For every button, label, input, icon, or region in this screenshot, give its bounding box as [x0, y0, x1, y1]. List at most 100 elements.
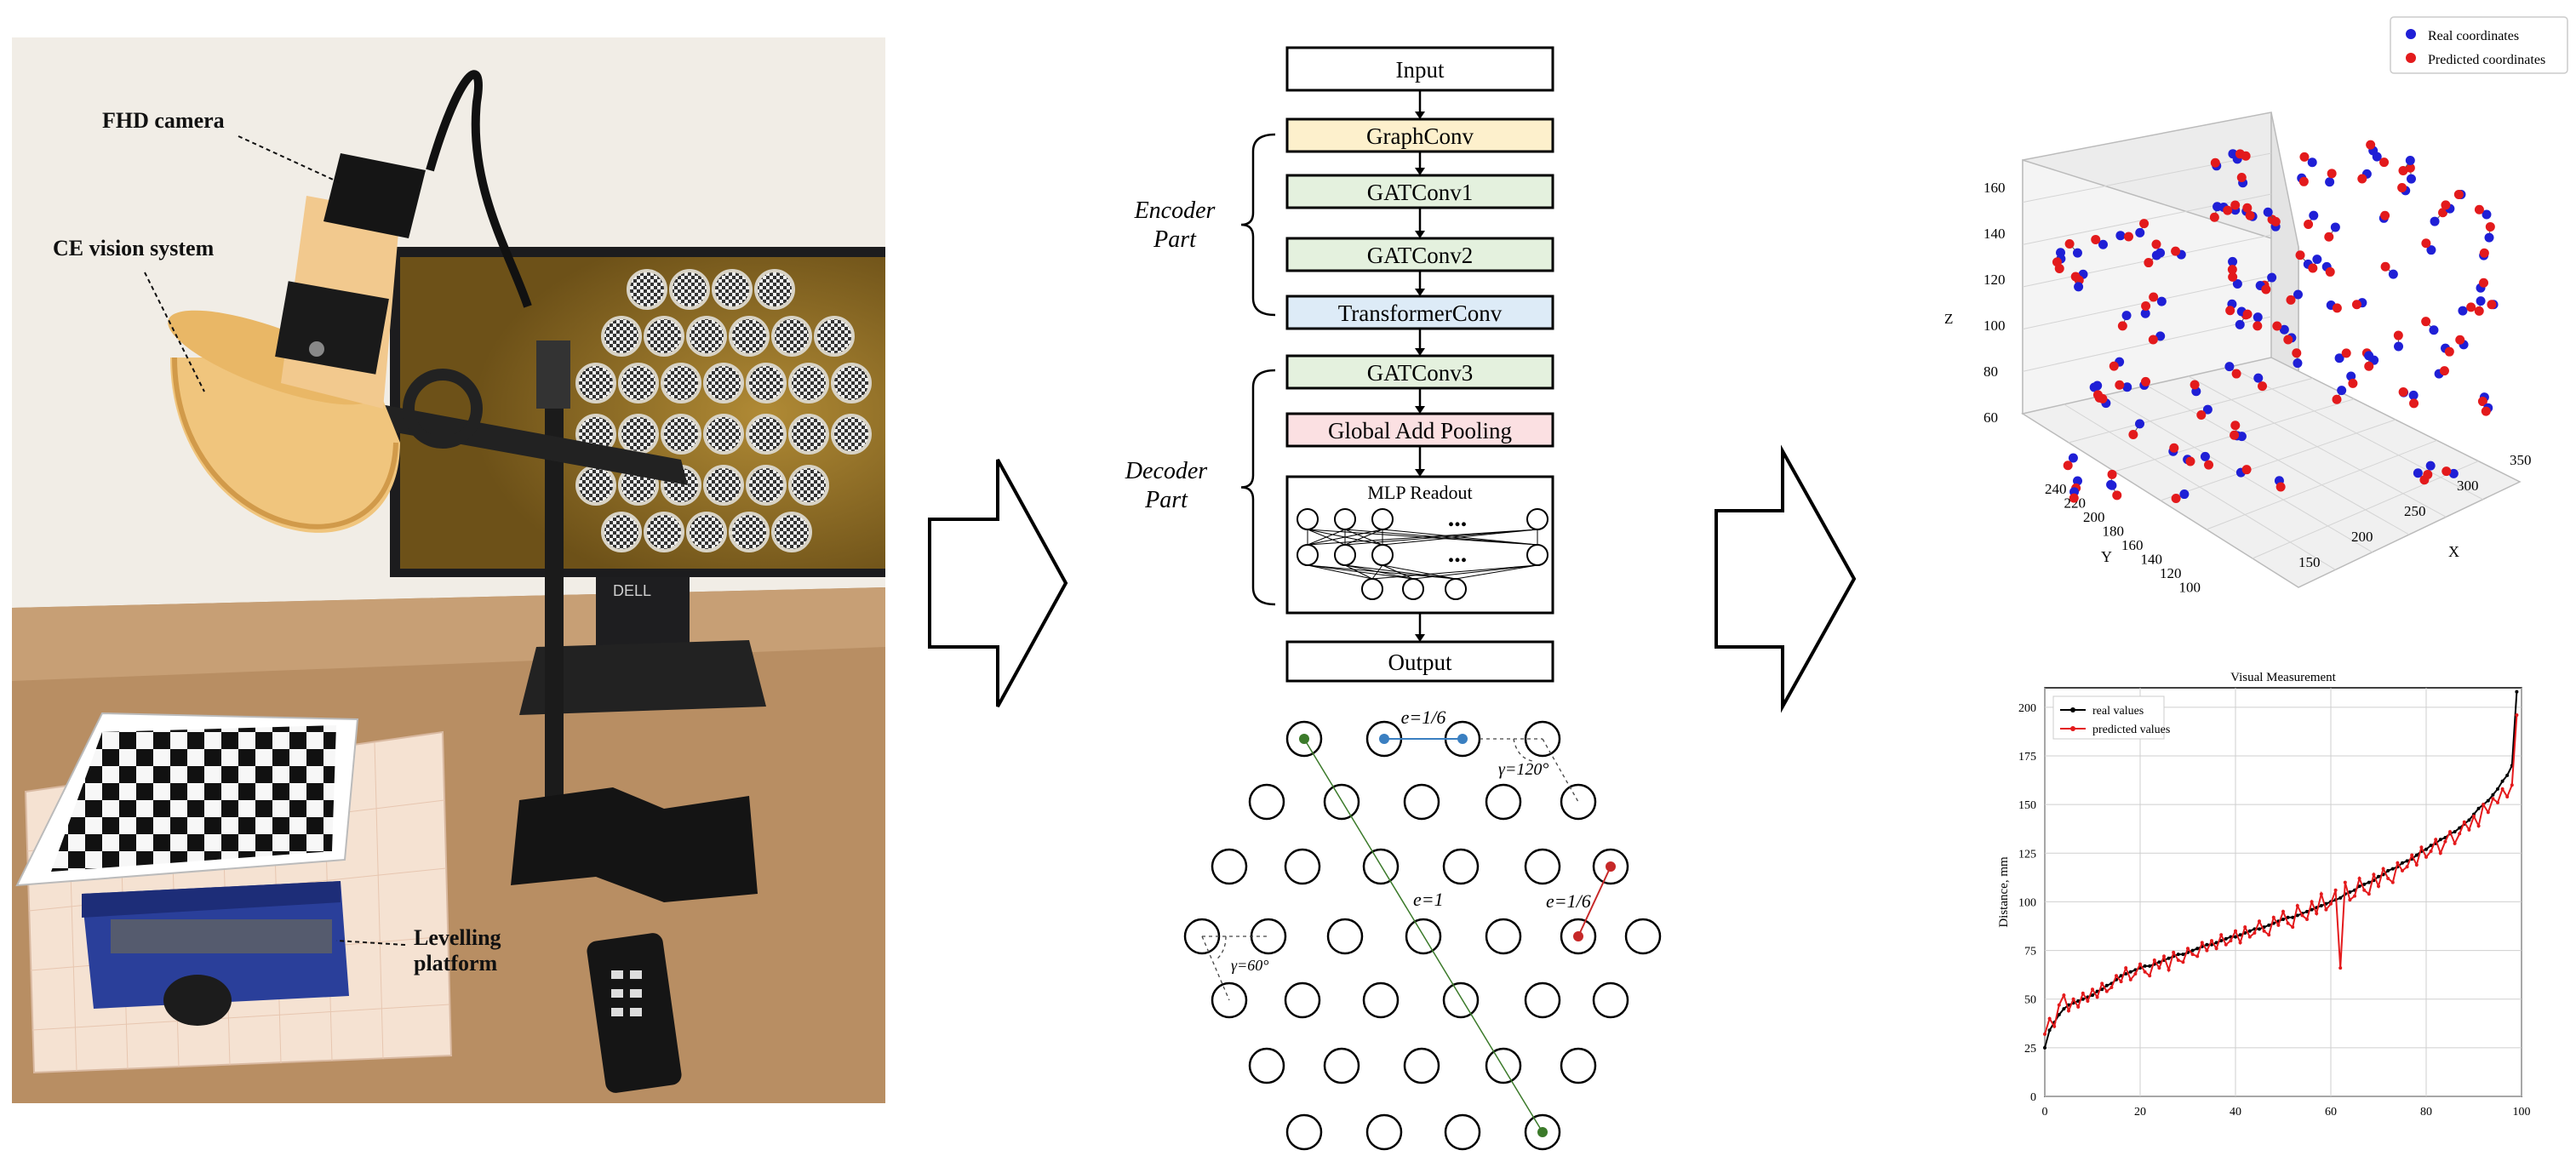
point-real: [2135, 227, 2145, 237]
block-label: Output: [1388, 649, 1452, 675]
series-point-0: [2128, 970, 2132, 974]
point-pred: [2223, 205, 2233, 215]
block-gatconv1: [1285, 174, 1554, 209]
y-tick-label: 50: [2024, 994, 2036, 1007]
block-output: [1285, 640, 1554, 683]
point-real: [2135, 419, 2145, 429]
point-pred: [2298, 176, 2309, 186]
series-point-1: [2133, 972, 2138, 976]
point-pred: [2270, 216, 2281, 226]
series-point-0: [2234, 935, 2237, 939]
point-real: [2406, 174, 2416, 184]
block-label: GATConv1: [1367, 180, 1474, 205]
series-point-1: [2086, 999, 2090, 1003]
series-point-1: [2458, 832, 2462, 836]
series-point-1: [2271, 915, 2275, 919]
mlp-neuron: [1445, 578, 1467, 600]
series-point-1: [2295, 904, 2299, 907]
y-tick: 100: [2179, 580, 2201, 596]
point-pred: [2477, 397, 2487, 407]
annotation-gamma-120: γ=120°: [1498, 760, 1548, 779]
point-pred: [2063, 461, 2073, 471]
mlp-edge: [1382, 529, 1538, 546]
block-label: Input: [1396, 57, 1445, 83]
monitor-lens: [644, 512, 684, 552]
flow-arrowhead: [1415, 289, 1425, 296]
series-point-0: [2267, 923, 2271, 927]
point-real: [2200, 451, 2210, 461]
monitor-lens: [601, 512, 642, 552]
series-point-0: [2176, 953, 2180, 957]
series-point-0: [2491, 792, 2495, 797]
series-point-1: [2401, 868, 2404, 873]
dashed-guide: [1542, 738, 1579, 803]
hex-node: [1524, 848, 1561, 885]
series-line-1: [2044, 714, 2518, 1035]
point-pred: [2128, 430, 2138, 440]
series-point-1: [2276, 923, 2281, 927]
series-point-0: [2386, 868, 2390, 873]
mlp-edge: [1344, 564, 1373, 580]
point-real: [2325, 177, 2335, 187]
y-tick-label: 125: [2018, 848, 2036, 861]
point-pred: [2487, 300, 2497, 310]
point-pred: [2283, 335, 2293, 345]
point-real: [2388, 269, 2398, 279]
point-pred: [2423, 469, 2433, 479]
block-global-add-pooling: [1285, 412, 1554, 448]
point-pred: [2380, 210, 2390, 220]
series-point-1: [2405, 865, 2409, 869]
mlp-neuron: [1334, 544, 1356, 566]
x-tick-label: 80: [2420, 1106, 2432, 1119]
encoder-label: Encoder: [1134, 197, 1216, 224]
hex-node: [1485, 918, 1522, 955]
point-real: [2425, 461, 2436, 471]
series-point-1: [2172, 950, 2176, 954]
monitor-lens: [575, 363, 616, 403]
monitor-lens: [746, 465, 787, 506]
series-point-1: [2472, 814, 2476, 818]
point-pred: [2474, 204, 2484, 215]
series-point-0: [2505, 773, 2510, 777]
series-point-1: [2505, 795, 2510, 798]
mlp-edge: [1371, 564, 1538, 580]
series-point-1: [2414, 863, 2419, 867]
point-pred: [2253, 321, 2263, 331]
point-pred: [2070, 272, 2081, 282]
series-point-0: [2362, 882, 2367, 886]
encoder-brace: [1240, 133, 1276, 317]
monitor-lens: [618, 363, 659, 403]
mlp-edge: [1371, 564, 1383, 580]
mlp-neuron: [1402, 578, 1424, 600]
series-point-1: [2410, 853, 2414, 857]
monitor-lens: [729, 316, 770, 357]
point-pred: [2064, 239, 2075, 249]
annotation-e-one: e=1: [1413, 889, 1444, 910]
point-pred: [2295, 250, 2305, 260]
hex-node: [1560, 1047, 1597, 1084]
point-pred: [2455, 335, 2465, 345]
label-levelling-platform-2: platform: [414, 951, 498, 976]
hex-node: [1403, 1047, 1440, 1084]
z-tick: 100: [1984, 318, 2006, 334]
dashed-guide: [1201, 936, 1230, 1001]
point-pred: [2272, 321, 2282, 331]
point-real: [2122, 382, 2132, 392]
point-pred: [2227, 265, 2237, 275]
series-point-1: [2305, 918, 2309, 921]
y-tick: 220: [2064, 495, 2087, 512]
monitor-lens: [788, 414, 829, 455]
chart-legend: [2052, 695, 2165, 740]
z-tick: 140: [1984, 226, 2006, 242]
y-tick-label: 0: [2030, 1091, 2036, 1104]
decoder-label: Decoder: [1125, 458, 1208, 484]
point-pred: [2441, 200, 2451, 210]
point-pred: [2485, 221, 2495, 232]
annotation-e-sixth: e=1/6: [1401, 707, 1446, 728]
point-pred: [2140, 376, 2150, 386]
hex-node: [1211, 848, 1248, 885]
monitor-lens: [575, 465, 616, 506]
x-tick: 300: [2457, 478, 2479, 494]
series-point-1: [2104, 989, 2109, 993]
hex-node: [1248, 1047, 1285, 1084]
